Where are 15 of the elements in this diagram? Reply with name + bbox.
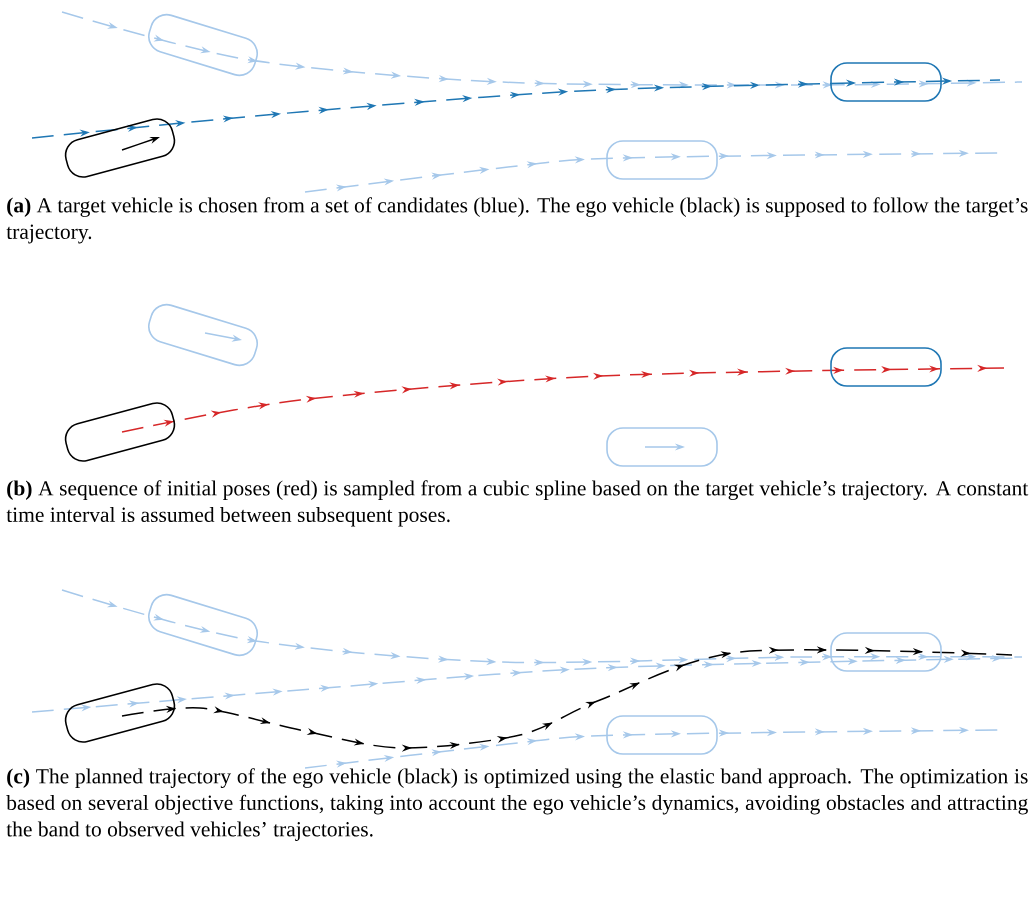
vehicle-outline [64,118,176,178]
vehicle-outline [606,427,718,467]
caption: (b) A sequence of initial poses (red) is sampled from a cubic spline based on the target vehicle’s trajectory. A constant time interval is assumed between subsequent poses. [6,480,1029,527]
caption: (c) The planned trajectory of the ego vehicle (black) is optimized using the elastic band approach. The optimization is based on several objective functions, taking into account the ego vehicle’s dynamics, avoiding obstacles and attracting the band to observed vehicles’ trajectories. [6,768,1028,841]
vehicle-outline [148,303,258,367]
vehicle-outline [148,13,258,77]
vehicle-outline [148,593,258,657]
vehicle-outline [830,347,942,387]
vehicle-outline [606,715,718,755]
vehicle-outline [64,402,176,462]
vehicle-outline [830,62,942,102]
vehicle-outline [64,683,176,743]
vehicle-outline [606,140,718,180]
vehicle-outline [830,632,942,672]
caption: (a) A target vehicle is chosen from a set of candidates (blue). The ego vehicle (black) is supposed to follow the target’s trajectory. [6,197,1028,244]
